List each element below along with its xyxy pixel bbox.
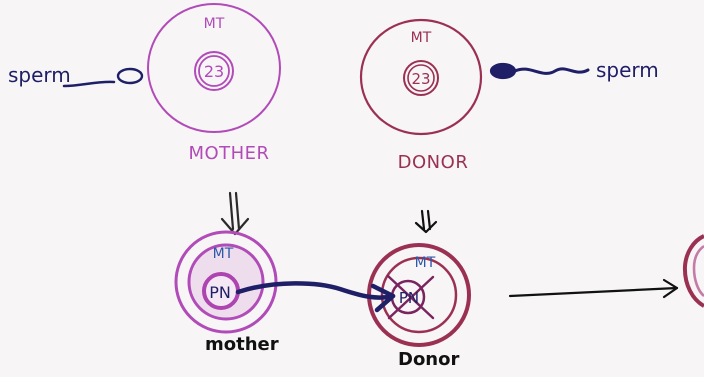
mother-cell: MT PN mother (176, 232, 279, 355)
resulting-cell-partial (685, 236, 704, 306)
donor-egg-nucleus-label: 23 (411, 70, 430, 88)
right-sperm: sperm (491, 58, 659, 82)
donor-cell-mt-label: MT (415, 255, 436, 271)
left-sperm: sperm (8, 63, 142, 87)
mother-cell-nucleus-label: PN (209, 283, 231, 302)
mother-cell-caption: mother (205, 334, 279, 355)
donor-cell: MT PN Donor (369, 245, 469, 370)
mother-cell-mt-label: MT (213, 246, 234, 262)
donor-cell-caption: Donor (398, 349, 459, 370)
mother-caption: MOTHER (188, 143, 269, 164)
next-stage-arrow (510, 280, 677, 297)
donor-cell-nucleus-label: PN (399, 289, 419, 307)
donor-egg-mt-label: MT (411, 30, 432, 46)
donor-down-arrow (416, 211, 436, 232)
donor-egg: MT 23 DONOR (361, 20, 481, 173)
mother-egg-nucleus-label: 23 (204, 62, 224, 81)
left-sperm-label: sperm (8, 63, 71, 87)
mother-down-arrow (222, 193, 248, 234)
mother-egg: MT 23 MOTHER (148, 4, 280, 164)
right-sperm-label: sperm (596, 58, 659, 82)
donor-caption: DONOR (398, 152, 469, 173)
mother-egg-mt-label: MT (204, 16, 225, 32)
